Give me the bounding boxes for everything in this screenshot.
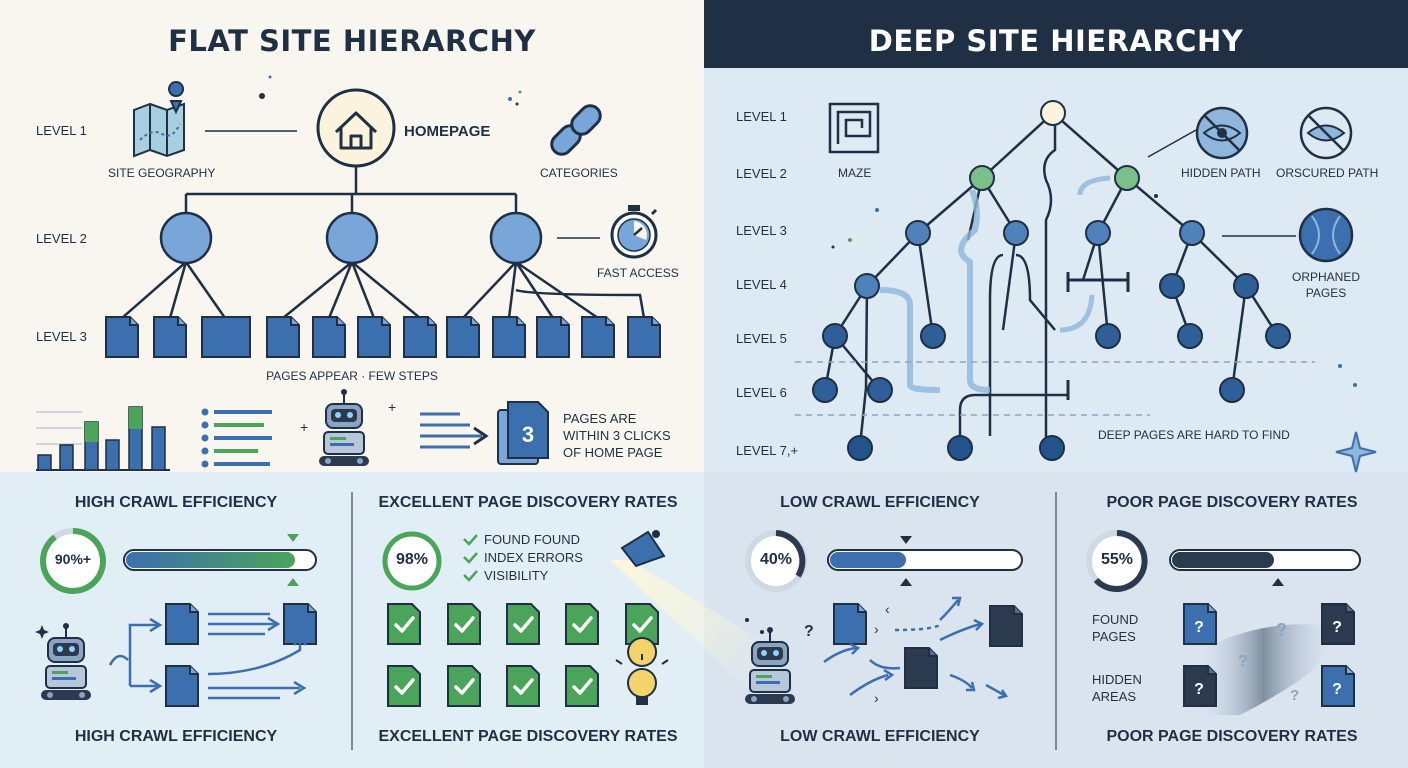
poor-title: POOR PAGE DISCOVERY RATES xyxy=(1106,494,1358,511)
deep-level-2: LEVEL 2 xyxy=(736,166,787,181)
maze-label: MAZE xyxy=(838,166,872,180)
spotlight-icon xyxy=(620,530,666,568)
flat-tree xyxy=(121,130,646,320)
sparkle-icon xyxy=(1335,431,1377,473)
orphaned-line-2: PAGES xyxy=(1305,286,1347,300)
categories-label: CATEGORIES xyxy=(540,166,618,180)
poor-bar-fill xyxy=(1172,552,1274,568)
found-pages-line-1: FOUND xyxy=(1092,612,1139,627)
deep-level-6: LEVEL 6 xyxy=(736,385,787,400)
crawl-gauge-arc xyxy=(40,528,106,594)
obscured-path-icon xyxy=(1299,106,1353,160)
low-crawl-percent: 40% xyxy=(759,551,793,568)
homepage-label: HOMEPAGE xyxy=(404,123,491,140)
clicks-line-2: WITHIN 3 CLICKS xyxy=(563,428,671,443)
deep-title: DEEP SITE HIERARCHY xyxy=(868,24,1244,58)
poor-footer: POOR PAGE DISCOVERY RATES xyxy=(1106,728,1358,745)
chain-icon xyxy=(550,104,602,156)
excellent-percent: 98% xyxy=(395,551,429,568)
deep-level-1: LEVEL 1 xyxy=(736,109,787,124)
high-crawl-title: HIGH CRAWL EFFICIENCY xyxy=(74,494,278,511)
high-crawl-percent: 90%+ xyxy=(54,551,92,567)
flat-level-2: LEVEL 2 xyxy=(36,231,87,246)
discovery-gauge xyxy=(382,531,442,591)
flat-pages xyxy=(105,316,661,358)
clicks-line-3: OF HOME PAGE xyxy=(563,445,663,460)
high-crawl-footer: HIGH CRAWL EFFICIENCY xyxy=(74,728,278,745)
orphaned-line-1: ORPHANED xyxy=(1291,270,1360,284)
bar-chart-icon xyxy=(36,406,170,471)
list-icon xyxy=(201,408,272,468)
low-crawl-footer: LOW CRAWL EFFICIENCY xyxy=(780,728,980,745)
checklist-item-1: FOUND FOUND xyxy=(484,532,581,547)
deep-level-7: LEVEL 7,+ xyxy=(736,443,799,458)
svg-text:?: ? xyxy=(1276,620,1287,640)
hidden-path-icon xyxy=(1195,106,1249,160)
excellent-footer: EXCELLENT PAGE DISCOVERY RATES xyxy=(378,728,678,745)
svg-text:?: ? xyxy=(804,623,814,640)
deep-title-bar xyxy=(704,0,1408,68)
svg-text:+: + xyxy=(300,419,308,435)
pages-appear-label: PAGES APPEAR · FEW STEPS xyxy=(266,369,438,383)
category-node-3 xyxy=(489,211,543,265)
crawl-bar-fill xyxy=(126,552,295,568)
svg-text:›: › xyxy=(874,621,879,637)
lightbulb-icon xyxy=(615,637,669,705)
maze-icon xyxy=(828,102,880,154)
clicks-number: 3 xyxy=(521,422,535,447)
arrow-lines-icon xyxy=(420,412,489,449)
flat-level-3: LEVEL 3 xyxy=(36,329,87,344)
spotlight-beam xyxy=(610,560,760,700)
deep-level-5: LEVEL 5 xyxy=(736,331,787,346)
hidden-areas-line-1: HIDDEN xyxy=(1092,672,1142,687)
homepage-node xyxy=(316,88,396,168)
fast-access-label: FAST ACCESS xyxy=(597,266,679,280)
deep-level-4: LEVEL 4 xyxy=(736,277,787,292)
svg-text:›: › xyxy=(874,690,879,706)
three-clicks-icon xyxy=(497,401,549,465)
flat-title: FLAT SITE HIERARCHY xyxy=(168,24,536,58)
deep-pages-label: DEEP PAGES ARE HARD TO FIND xyxy=(1098,428,1290,442)
orphaned-pages-icon xyxy=(1298,207,1354,263)
hidden-path-label: HIDDEN PATH xyxy=(1181,166,1261,180)
category-node-2 xyxy=(325,211,379,265)
stopwatch-icon xyxy=(610,205,658,259)
low-bar-fill xyxy=(830,552,906,568)
hidden-areas-line-2: AREAS xyxy=(1092,689,1137,704)
fog-area xyxy=(1200,624,1327,715)
svg-text:?: ? xyxy=(1238,653,1248,670)
svg-text:?: ? xyxy=(1290,687,1299,704)
category-node-1 xyxy=(159,211,213,265)
deep-nodes xyxy=(812,100,1291,461)
svg-text:+: + xyxy=(388,399,396,415)
found-pages-line-2: PAGES xyxy=(1092,629,1136,644)
obscured-path-label: ORSCURED PATH xyxy=(1276,166,1379,180)
home-icon xyxy=(334,111,378,150)
poor-percent: 55% xyxy=(1100,551,1134,568)
checklist-item-3: VISIBILITY xyxy=(484,568,549,583)
map-icon xyxy=(133,81,185,158)
clicks-line-1: PAGES ARE xyxy=(563,411,637,426)
deep-level-3: LEVEL 3 xyxy=(736,223,787,238)
excellent-title: EXCELLENT PAGE DISCOVERY RATES xyxy=(378,494,678,511)
site-geography-label: SITE GEOGRAPHY xyxy=(108,166,216,180)
svg-text:‹: ‹ xyxy=(885,601,890,617)
checklist-item-2: INDEX ERRORS xyxy=(484,550,583,565)
low-crawl-title: LOW CRAWL EFFICIENCY xyxy=(780,494,980,511)
flat-level-1: LEVEL 1 xyxy=(36,123,87,138)
low-gauge-arc xyxy=(775,530,806,578)
poor-gauge-arc xyxy=(1093,530,1148,592)
